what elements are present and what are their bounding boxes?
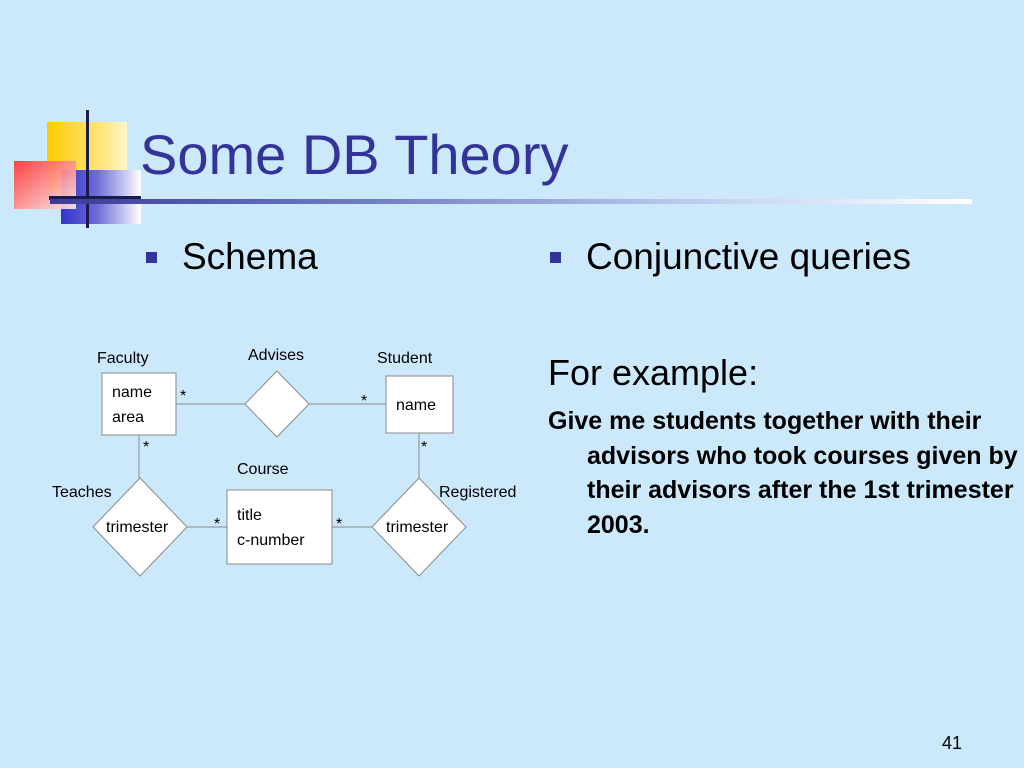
er-diagram: Faculty name area Student name Course ti…	[52, 347, 516, 577]
student-attribute-name: name	[396, 397, 436, 414]
cardinality-marker: *	[143, 439, 149, 456]
course-attribute-c-number: c-number	[237, 532, 305, 549]
faculty-attribute-area: area	[112, 409, 144, 426]
registered-attribute-trimester: trimester	[386, 519, 449, 536]
cardinality-marker: *	[361, 393, 367, 410]
bullet-conjunctive-queries: Conjunctive queries	[550, 236, 911, 278]
registered-relationship-diamond	[371, 477, 467, 577]
course-entity-label: Course	[237, 461, 289, 478]
connector-lines	[138, 403, 420, 528]
example-query-text: Give me students together with their adv…	[548, 407, 1018, 539]
course-entity-box	[226, 489, 333, 565]
slide-title: Some DB Theory	[140, 123, 569, 186]
cardinality-marker: *	[214, 516, 220, 533]
teaches-relationship-diamond	[92, 477, 188, 577]
square-bullet-icon	[550, 251, 561, 263]
registered-relationship-label: Registered	[439, 484, 516, 501]
bullet-text-conjunctive-queries: Conjunctive queries	[586, 236, 911, 277]
example-label: For example:	[548, 352, 759, 393]
faculty-attribute-name: name	[112, 384, 152, 401]
faculty-entity-box	[101, 372, 177, 436]
teaches-attribute-trimester: trimester	[106, 519, 169, 536]
student-entity-label: Student	[377, 350, 433, 367]
bullet-text-schema: Schema	[182, 236, 318, 277]
advises-relationship-label: Advises	[248, 347, 304, 364]
teaches-relationship-label: Teaches	[52, 484, 112, 501]
bullet-schema: Schema	[146, 236, 318, 278]
cardinality-marker: *	[180, 388, 186, 405]
course-attribute-title: title	[237, 507, 262, 524]
title-divider	[50, 199, 972, 204]
cardinality-marker: *	[421, 439, 427, 456]
cardinality-marker: *	[336, 516, 342, 533]
student-entity-box	[385, 375, 454, 434]
faculty-entity-label: Faculty	[97, 350, 149, 367]
slide-logo-decoration	[14, 110, 141, 228]
square-bullet-icon	[146, 251, 157, 263]
page-number: 41	[941, 733, 962, 753]
advises-relationship-diamond	[244, 370, 310, 438]
